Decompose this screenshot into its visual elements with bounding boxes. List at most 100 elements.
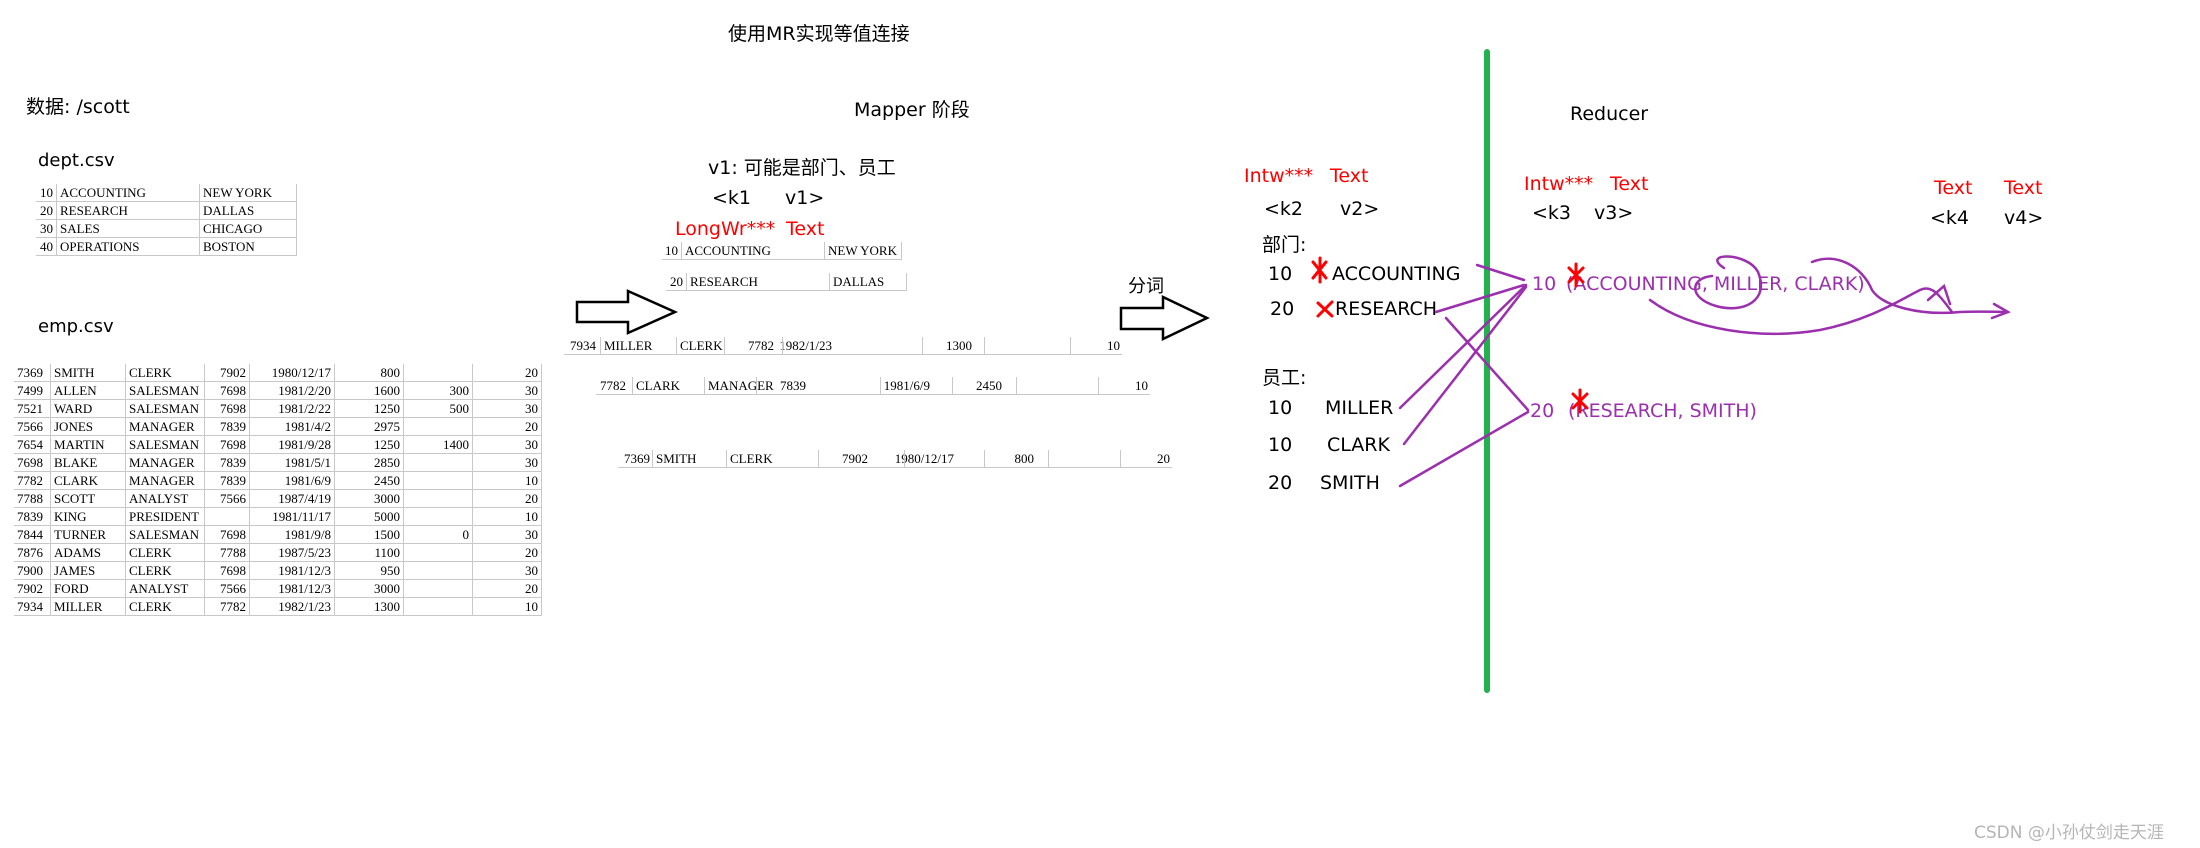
emp-cell: WARD (50, 399, 126, 418)
emp-cell: SALESMAN (125, 525, 205, 544)
mapper-emp-cell: 20 (1157, 451, 1170, 466)
map-emp-value-3: SMITH (1320, 472, 1380, 494)
emp-cell: 10 (472, 507, 542, 526)
emp-cell (403, 597, 473, 616)
map-emp-key-2: 10 (1268, 434, 1293, 456)
emp-cell: 1981/4/2 (249, 417, 335, 436)
reduce-group-key-1: 10 (1532, 273, 1557, 295)
v2-type-label: Text (1330, 165, 1369, 187)
emp-cell (403, 543, 473, 562)
emp-cell: 7902 (14, 579, 51, 598)
asterisk-mark-group1-icon (1567, 262, 1585, 288)
emp-cell: ANALYST (125, 579, 205, 598)
emp-cell: 1981/5/1 (249, 453, 335, 472)
mapper-dept-cell: 20 (666, 273, 687, 291)
emp-cell (403, 453, 473, 472)
grid-line (1120, 450, 1121, 467)
mapper-emp-cell: 10 (1107, 338, 1120, 353)
emp-cell: 7566 (204, 489, 250, 508)
emp-cell: KING (50, 507, 126, 526)
grid-line (652, 450, 653, 467)
map-dept-value-1: ACCOUNTING (1332, 263, 1461, 285)
mapper-emp-cell: CLERK (680, 338, 723, 353)
emp-cell: SALESMAN (125, 381, 205, 400)
emp-cell (403, 364, 473, 382)
emp-cell: JONES (50, 417, 126, 436)
emp-cell: 7698 (204, 561, 250, 580)
emp-cell: 7876 (14, 543, 51, 562)
grid-line (782, 337, 783, 354)
mapper-emp-cell: CLERK (730, 451, 773, 466)
dept-cell: RESEARCH (56, 201, 200, 220)
reduce-group-values-1: (ACCOUNTING, MILLER, CLARK) (1566, 273, 1865, 295)
emp-cell: 1980/12/17 (249, 364, 335, 382)
asterisk-mark-research-icon (1316, 300, 1334, 318)
k4-label: <k4 (1930, 207, 1970, 229)
v2-label: v2> (1340, 198, 1380, 220)
emp-cell: 1981/2/22 (249, 399, 335, 418)
dept-cell: 10 (36, 184, 57, 202)
emp-cell: 7521 (14, 399, 51, 418)
emp-cell: ANALYST (125, 489, 205, 508)
mapper-emp-cell: MILLER (604, 338, 653, 353)
map-emp-key-1: 10 (1268, 397, 1293, 419)
dept-file-label: dept.csv (38, 150, 115, 171)
emp-cell: MANAGER (125, 453, 205, 472)
emp-cell: 7698 (204, 525, 250, 544)
watermark: CSDN @小孙仗剑走天涯 (1974, 823, 2164, 843)
diagram-title: 使用MR实现等值连接 (728, 23, 910, 45)
emp-cell: MANAGER (125, 471, 205, 490)
emp-cell: 1300 (334, 597, 404, 616)
emp-cell: 7839 (204, 417, 250, 436)
mapper-dept-cell: RESEARCH (686, 273, 830, 291)
emp-cell: MANAGER (125, 417, 205, 436)
emp-cell: 7499 (14, 381, 51, 400)
emp-cell: 7654 (14, 435, 51, 454)
emp-cell: 1981/12/3 (249, 579, 335, 598)
emp-cell (403, 489, 473, 508)
emp-cell: FORD (50, 579, 126, 598)
dept-cell: CHICAGO (199, 219, 297, 238)
k3-label: <k3 (1532, 202, 1572, 224)
grid-line (1098, 377, 1099, 394)
dept-cell: NEW YORK (199, 184, 297, 202)
grid-line (1016, 377, 1017, 394)
emp-cell: BLAKE (50, 453, 126, 472)
emp-cell: 1981/6/9 (249, 471, 335, 490)
v3-type-label: Text (1610, 173, 1649, 195)
emp-cell: 7902 (204, 364, 250, 382)
map-emp-key-3: 20 (1268, 472, 1293, 494)
reduce-group-values-2: (RESEARCH, SMITH) (1568, 400, 1757, 422)
mapper-emp-cell: 1981/6/9 (883, 378, 930, 393)
mapper-dept-cell: DALLAS (829, 273, 907, 291)
emp-cell: 7788 (204, 543, 250, 562)
emp-cell: 30 (472, 399, 542, 418)
emp-cell: 1981/12/3 (249, 561, 335, 580)
emp-cell: 1400 (403, 435, 473, 454)
emp-cell: 7839 (204, 453, 250, 472)
emp-cell: 7369 (14, 364, 51, 382)
grid-line (676, 337, 677, 354)
grid-line (952, 377, 953, 394)
emp-cell: 7934 (14, 597, 51, 616)
emp-cell: CLERK (125, 543, 205, 562)
emp-cell: SALESMAN (125, 399, 205, 418)
emp-cell: 7698 (204, 399, 250, 418)
emp-cell: 1981/2/20 (249, 381, 335, 400)
emp-cell (204, 507, 250, 526)
dept-cell: OPERATIONS (56, 237, 200, 256)
k2-label: <k2 (1264, 198, 1304, 220)
mapper-emp-cell: 7839 (780, 378, 806, 393)
emp-cell: 20 (472, 489, 542, 508)
grid-line (818, 450, 819, 467)
emp-cell: PRESIDENT (125, 507, 205, 526)
emp-cell: 30 (472, 435, 542, 454)
mapper-emp-cell: CLARK (636, 378, 681, 393)
